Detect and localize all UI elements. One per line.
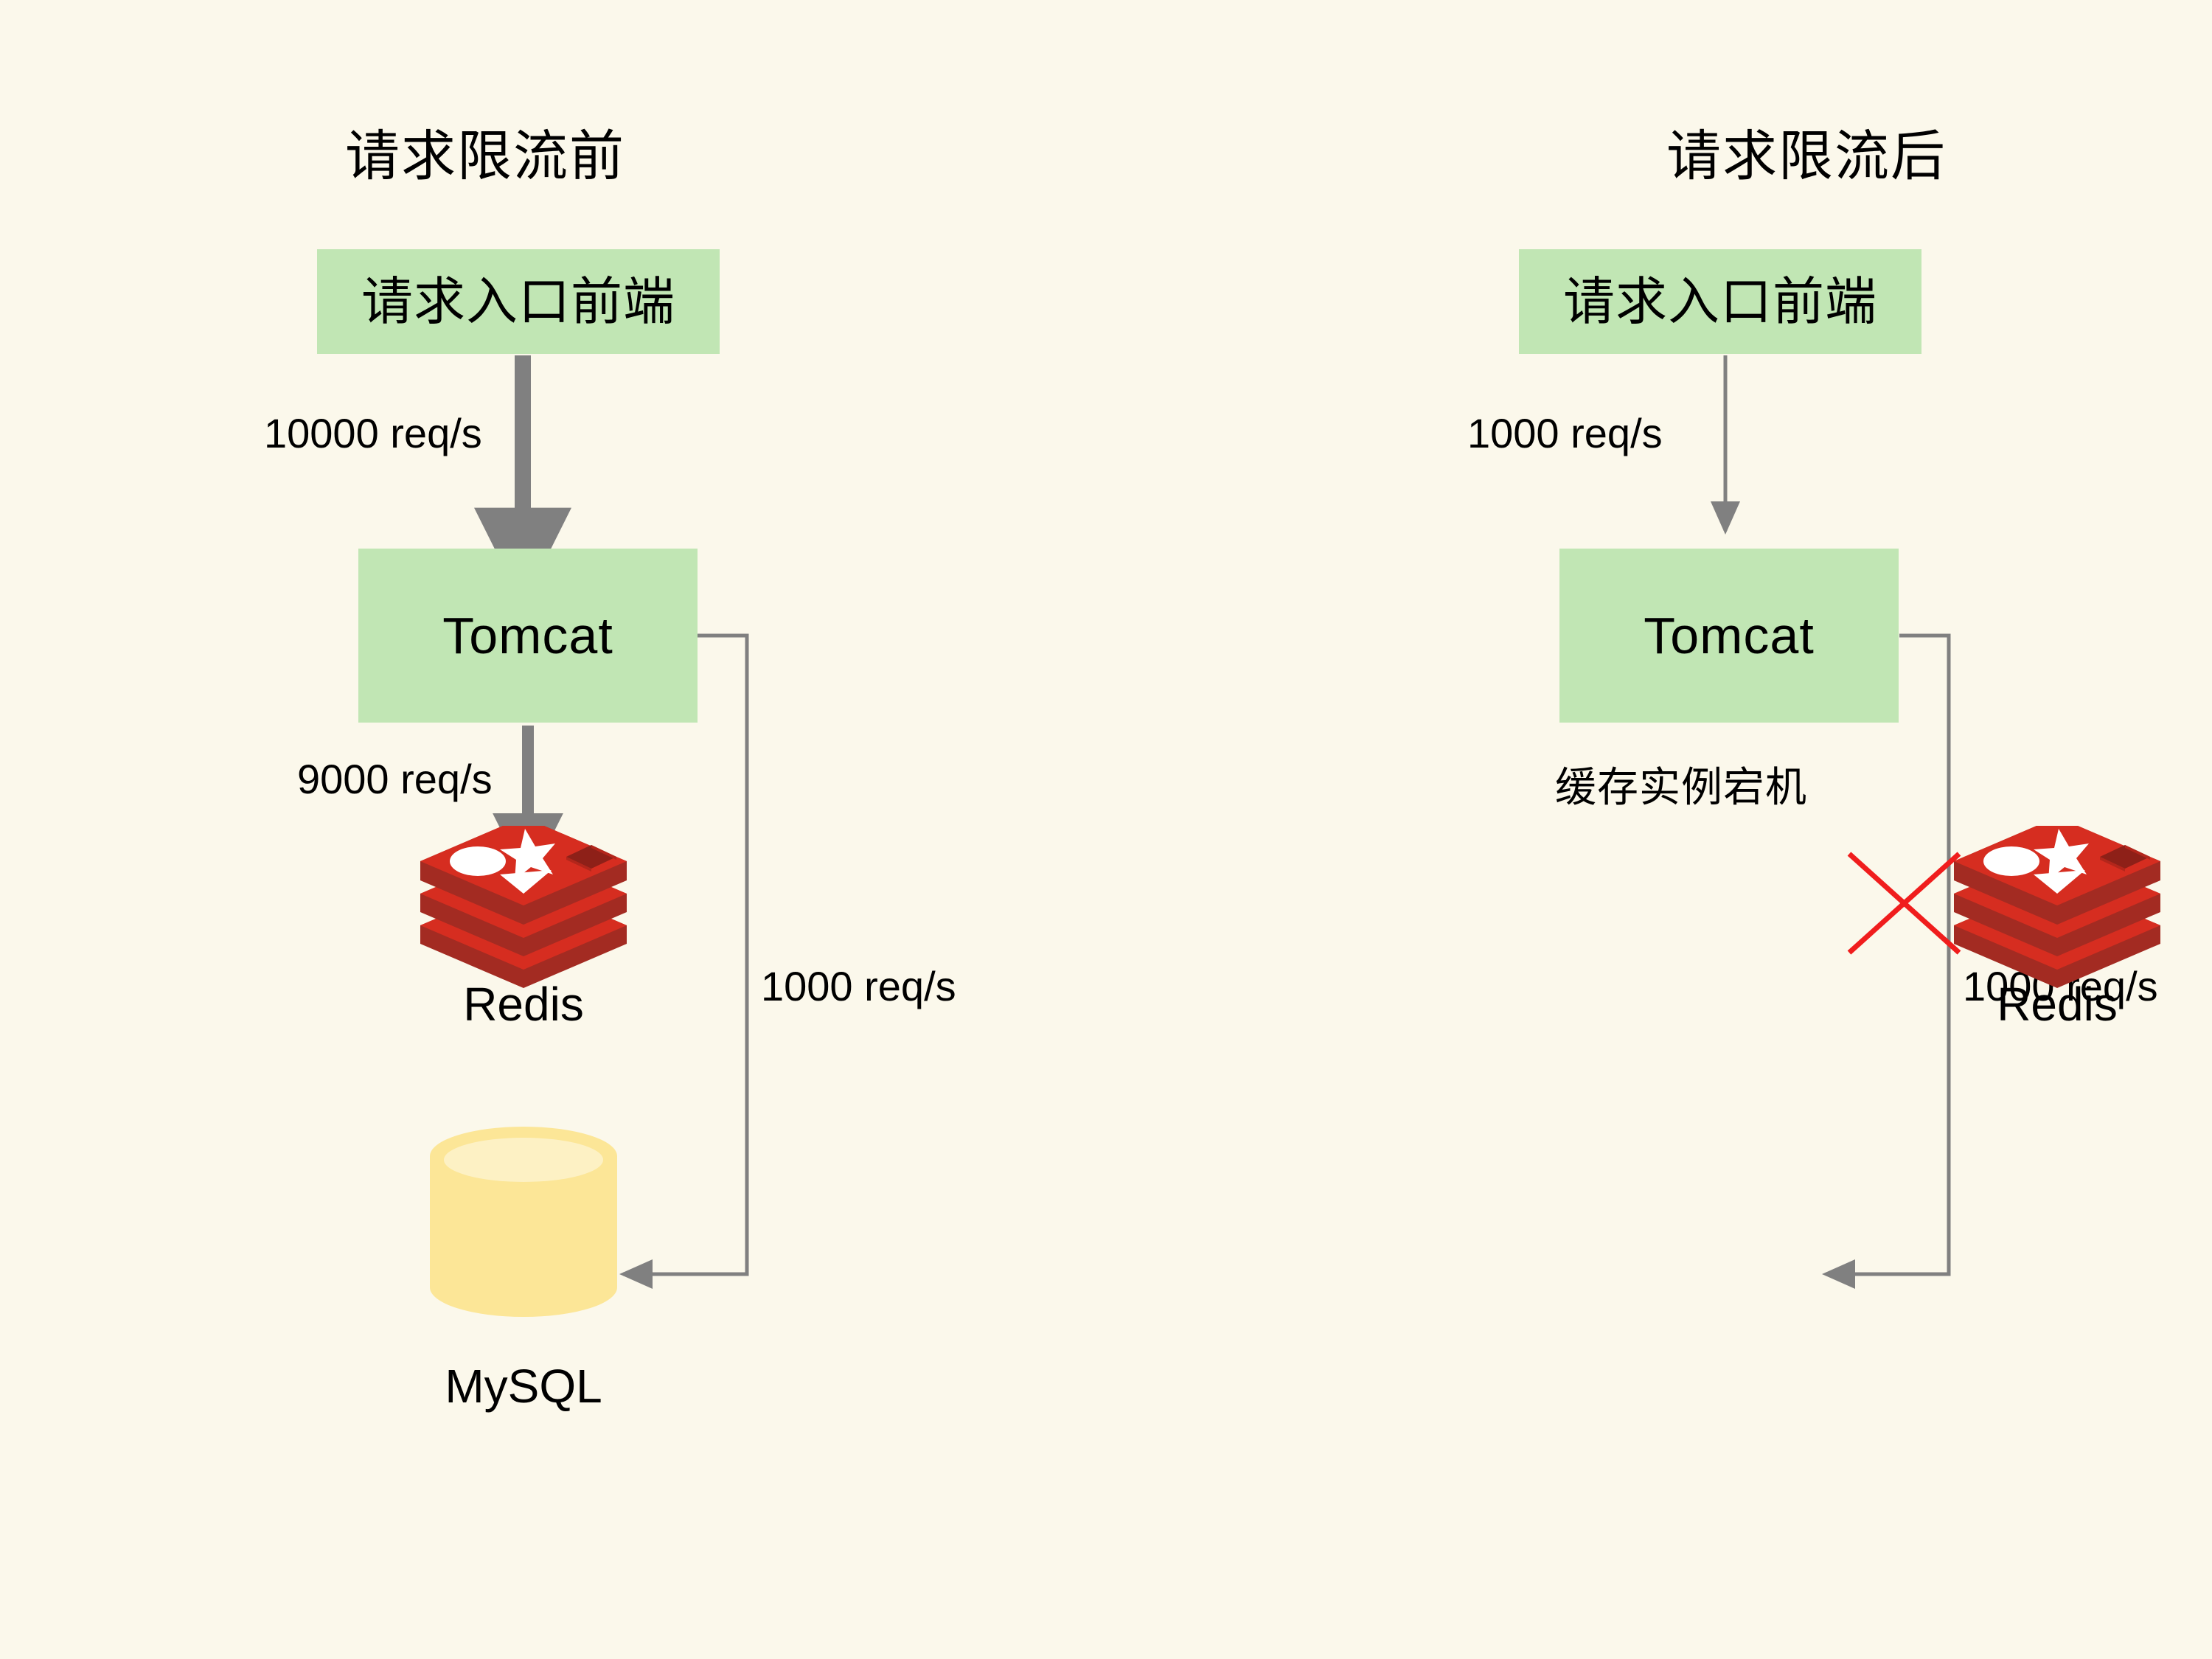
redis-icon-after: [1947, 817, 2168, 992]
edge-label-entry-to-tomcat-before: 10000 req/s: [264, 410, 482, 456]
redis-caption-after: Redis: [1997, 978, 2118, 1031]
mysql-icon-before: [424, 1127, 623, 1329]
mysql-caption-before: MySQL: [445, 1360, 602, 1413]
redis-caption-before: Redis: [463, 978, 584, 1031]
edge-label-tomcat-to-redis-before: 9000 req/s: [297, 756, 493, 802]
panel-after-rate-limiting: 请求限流后 请求入口前端 Tomcat 1000 req/s 1000 req/…: [1106, 0, 2212, 1659]
redis-icon-before: [413, 817, 634, 992]
panel-title-before: 请求限流前: [345, 125, 625, 187]
edge-label-tomcat-to-mysql-before: 1000 req/s: [761, 963, 956, 1009]
panel-before-rate-limiting: 请求限流前 请求入口前端 Tomcat 10000 req/s 9000: [264, 125, 956, 1413]
red-cross-icon: [1843, 848, 1965, 962]
tomcat-box-after[interactable]: Tomcat: [1559, 549, 1899, 723]
entry-frontend-box-before[interactable]: 请求入口前端: [317, 249, 720, 354]
cache-down-annotation: 缓存实例宕机: [1555, 764, 1807, 810]
entry-frontend-box-after[interactable]: 请求入口前端: [1519, 249, 1921, 354]
edge-label-entry-to-tomcat-after: 1000 req/s: [1467, 410, 1663, 456]
tomcat-box-before[interactable]: Tomcat: [358, 549, 698, 723]
panel-title-after: 请求限流后: [1666, 125, 1947, 187]
arrow-tomcat-to-mysql: [619, 633, 749, 1289]
